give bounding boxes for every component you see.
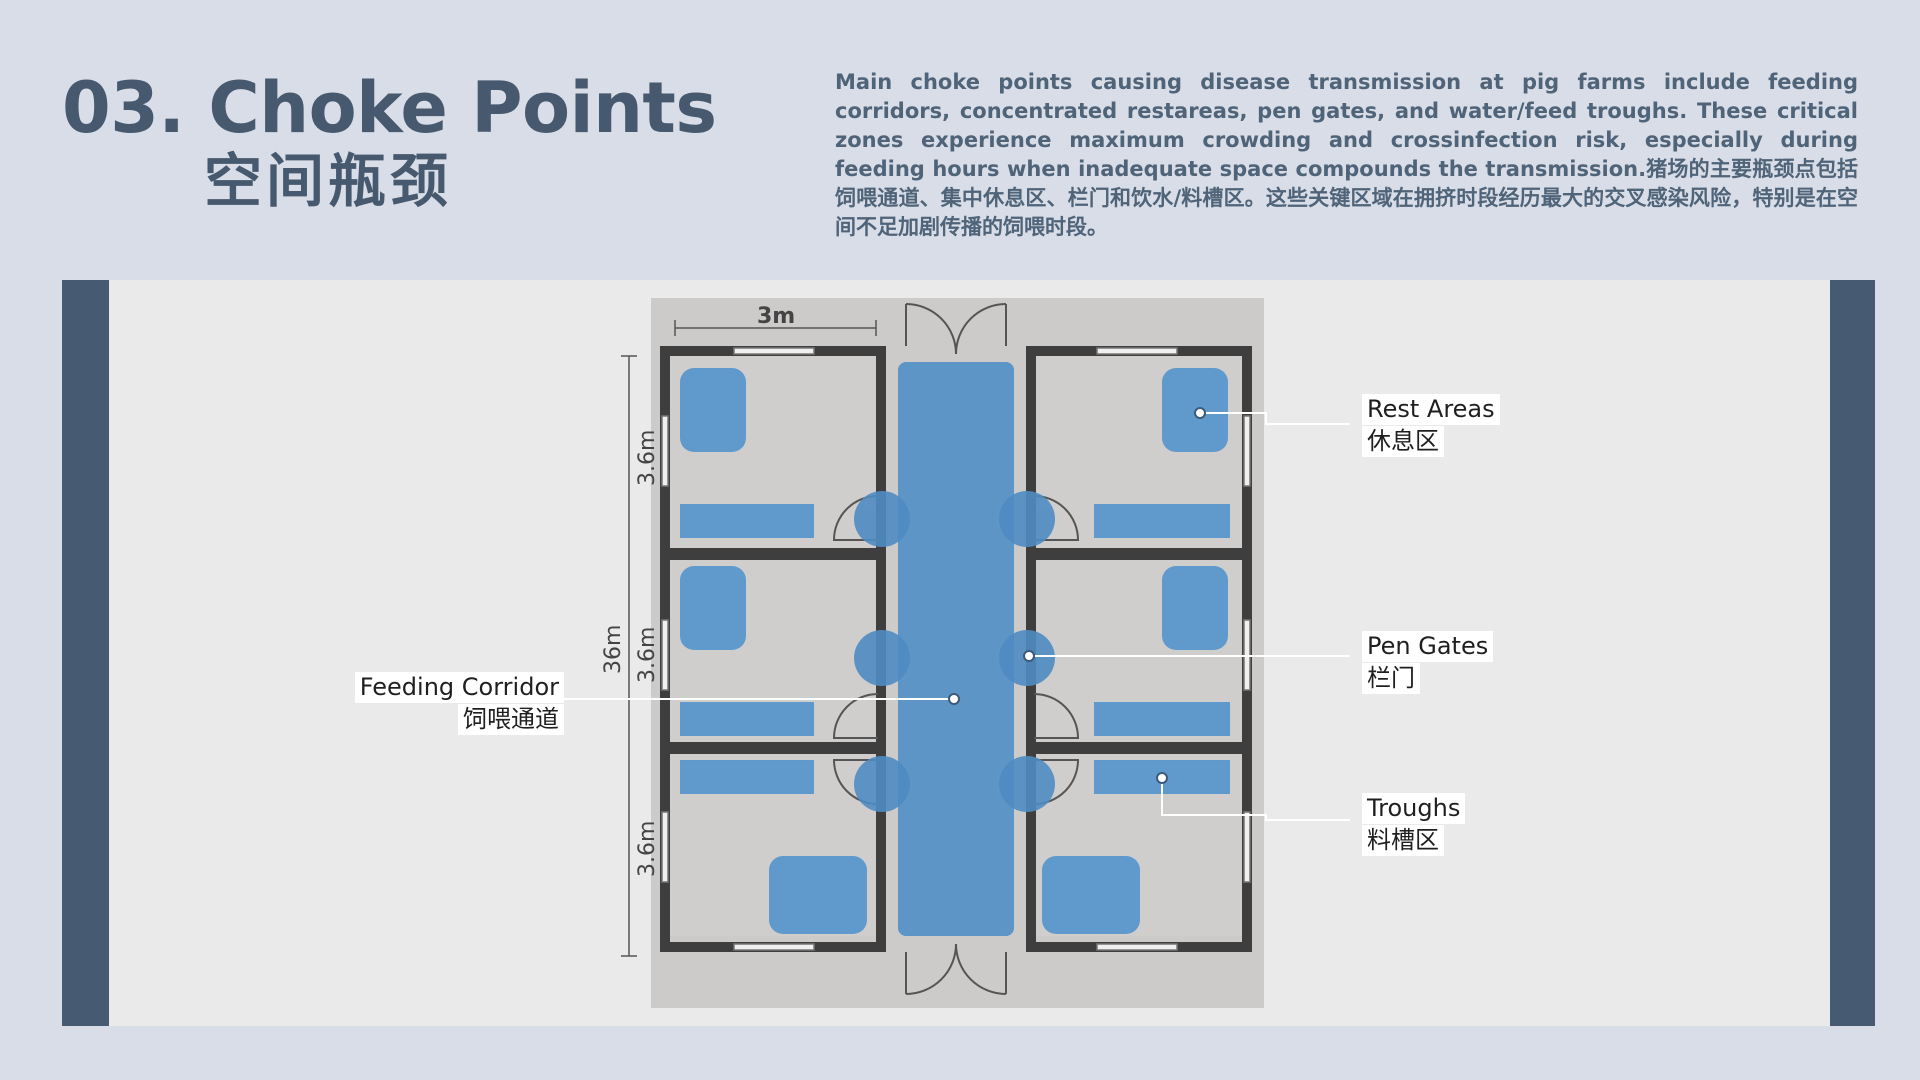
corridor-doors: [905, 303, 1007, 995]
feeding-corridor-label: Feeding Corridor: [354, 672, 564, 703]
feeding-corridor-zone: [898, 362, 1014, 936]
page-title: 03. Choke Points: [62, 67, 717, 149]
dimension-lines: [621, 320, 877, 957]
trough-zones: [680, 504, 1230, 794]
dim-pen-length-bottom: 3.6m: [635, 821, 660, 877]
troughs-label: Troughs: [1362, 793, 1466, 824]
feeding-corridor-label-zh: 饲喂通道: [458, 704, 564, 735]
dim-pen-width: 3m: [757, 304, 795, 329]
pen-gate-zones: [854, 491, 1055, 812]
troughs-label-zh: 料槽区: [1362, 825, 1444, 856]
leader-dots: [948, 407, 1206, 784]
rest-areas-label-zh: 休息区: [1362, 426, 1444, 457]
leader-lines: [562, 412, 1350, 821]
left-accent-bar: [62, 280, 109, 1026]
dim-pen-length-middle: 3.6m: [635, 627, 660, 683]
rest-areas-label: Rest Areas: [1362, 394, 1500, 425]
dim-pen-length-top: 3.6m: [635, 430, 660, 486]
pen-gates-label-zh: 栏门: [1362, 663, 1420, 694]
page-subtitle: 空间瓶颈: [204, 147, 453, 215]
right-accent-bar: [1830, 280, 1875, 1026]
pen-gates-label: Pen Gates: [1362, 631, 1494, 662]
dim-total-length: 36m: [601, 625, 626, 674]
rest-area-zones: [680, 368, 1228, 934]
description-paragraph: Main choke points causing disease transm…: [835, 70, 1858, 239]
